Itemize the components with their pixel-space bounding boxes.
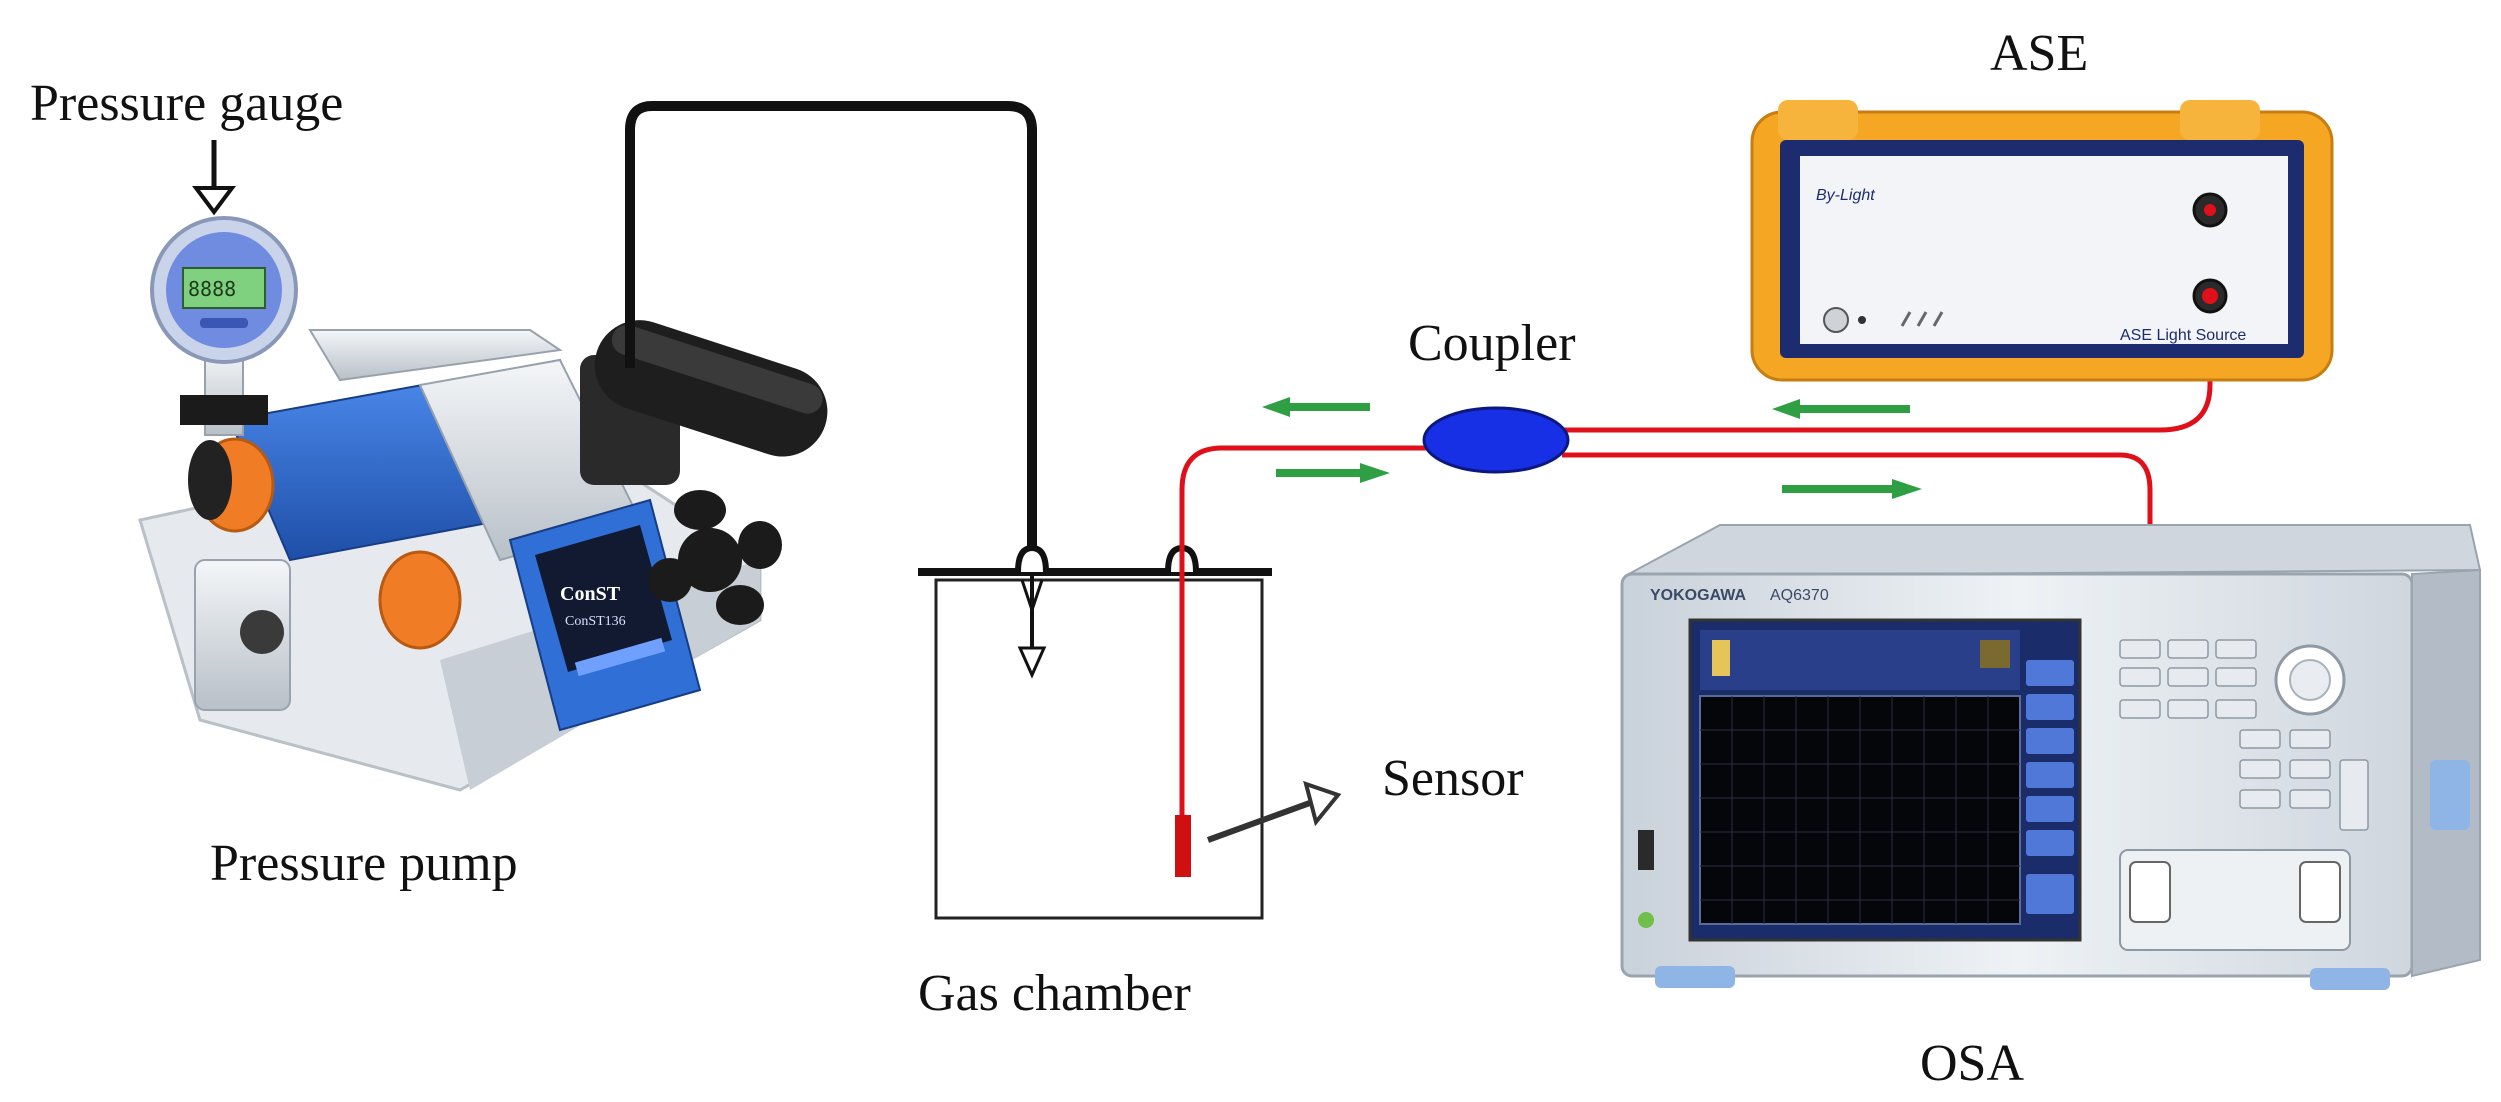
gas-chamber-label: Gas chamber — [918, 965, 1191, 1022]
pressure-gauge-illustration: 8888 — [150, 216, 298, 364]
ase-source: By-Light ASE Light Source — [1750, 100, 2334, 382]
coupler-label: Coupler — [1408, 315, 1576, 372]
flow-arrow-right-lower — [1276, 463, 1390, 483]
osa-label: OSA — [1920, 1035, 2024, 1092]
gas-pipe — [625, 101, 1037, 570]
ase-model-label: ASE Light Source — [2120, 327, 2246, 344]
flow-arrow-left-ase — [1772, 399, 1910, 419]
ase-label: ASE — [1990, 25, 2088, 82]
sensor-pointer-arrow — [1206, 780, 1342, 843]
fiber-coupler-to-ase — [1562, 210, 2213, 433]
pressure-pump-label: Pressure pump — [210, 835, 518, 892]
flow-arrow-left-upper — [1262, 397, 1370, 417]
pump-brand-label: ConST — [560, 583, 621, 605]
fiber-coupler-to-osa — [1562, 452, 2153, 870]
gas-chamber-box — [934, 578, 1264, 920]
flow-arrows — [1262, 397, 1922, 499]
fiber-paths — [1179, 210, 2213, 870]
osa-instrument: YOKOGAWA AQ6370 — [1620, 524, 2482, 990]
osa-model-label: AQ6370 — [1770, 587, 1829, 604]
sensor-label: Sensor — [1382, 750, 1524, 807]
svg-text:8888: 8888 — [188, 277, 236, 301]
coupler-body — [1422, 406, 1570, 474]
sensor-probe — [1175, 815, 1191, 877]
flow-arrow-right-osa — [1782, 479, 1922, 499]
pump-model-label: ConST136 — [565, 614, 626, 629]
fiber-sensor-to-coupler — [1179, 445, 1430, 560]
pump-star-handle — [648, 490, 782, 625]
pressure-gauge-label: Pressure gauge — [30, 75, 343, 132]
gas-chamber — [918, 544, 1272, 920]
osa-brand-label: YOKOGAWA — [1650, 587, 1746, 604]
pressure-pump-illustration: ConST ConST136 8888 — [138, 216, 828, 792]
ase-brand-label: By-Light — [1816, 187, 1875, 204]
pressure-gauge-arrow — [192, 140, 236, 216]
